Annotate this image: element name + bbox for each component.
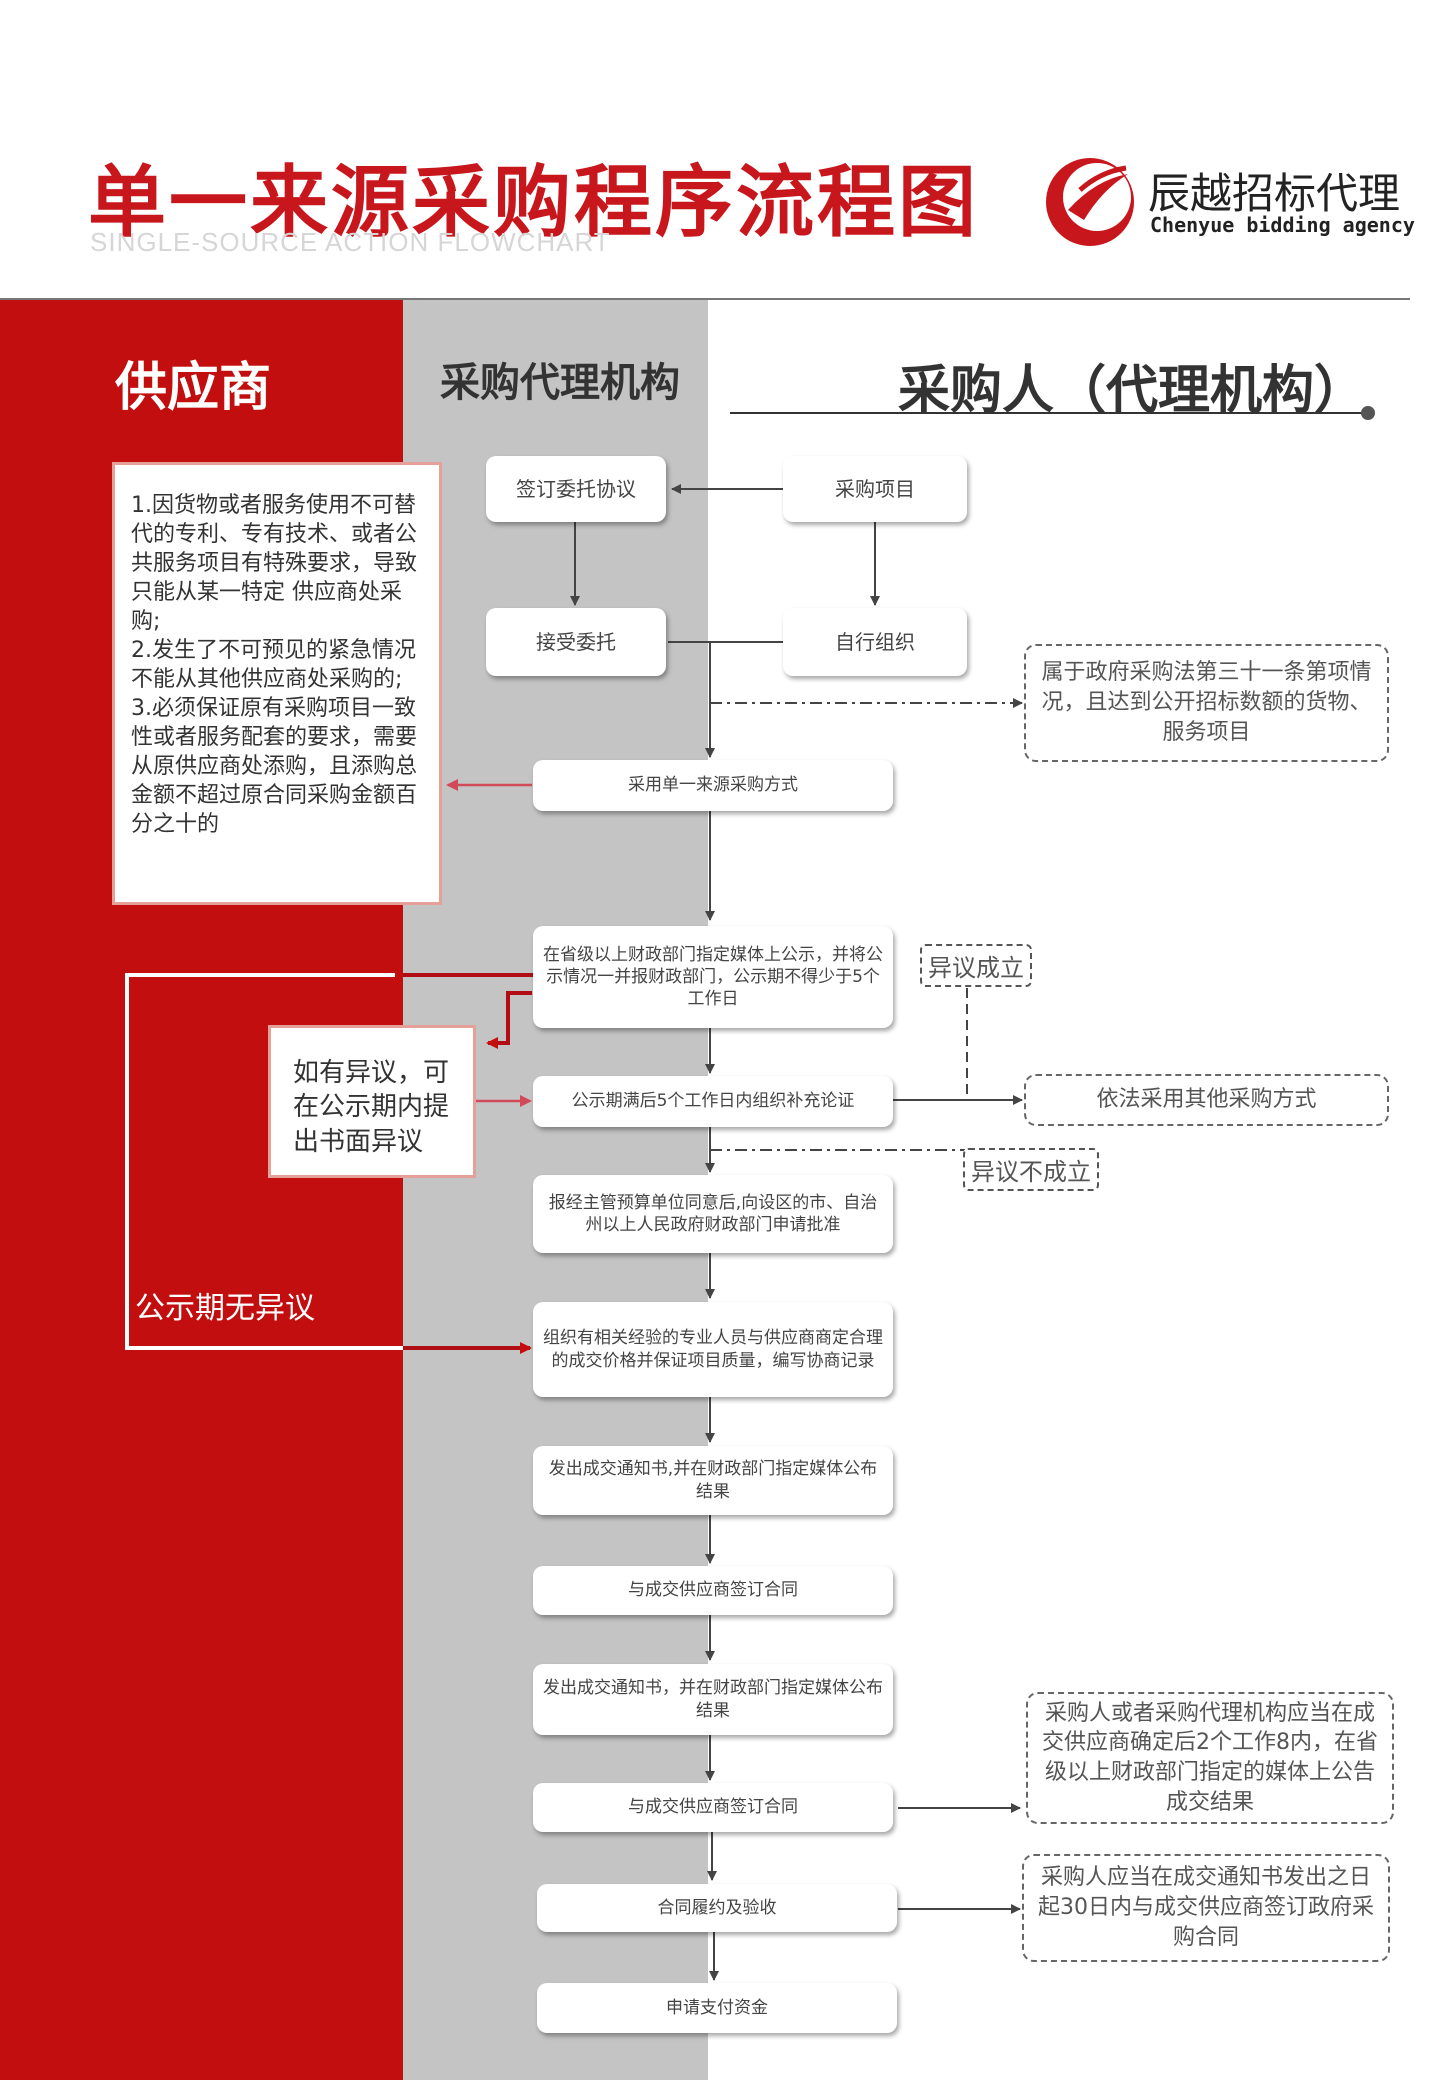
step-expert-review: 公示期满后5个工作日内组织补充论证 (533, 1076, 893, 1127)
step-accept-commission: 接受委托 (486, 608, 666, 676)
step-sign-contract-2: 与成交供应商签订合同 (533, 1783, 893, 1832)
note-gov-law: 属于政府采购法第三十一条第项情况，且达到公开招标数额的货物、服务项目 (1024, 644, 1389, 762)
step-adopt-single-source: 采用单一来源采购方式 (533, 760, 893, 811)
underline-dot (1361, 406, 1375, 420)
objection-text: 如有异议，可在公示期内提出书面异议 (293, 1058, 450, 1157)
tag-objection-invalid: 异议不成立 (963, 1148, 1099, 1191)
header-divider (0, 298, 1410, 300)
step-payment: 申请支付资金 (537, 1983, 897, 2033)
brand-english-name: Chenyue bidding agency (1150, 213, 1415, 237)
note-other-methods: 依法采用其他采购方式 (1024, 1074, 1389, 1126)
step-acceptance: 合同履约及验收 (537, 1884, 897, 1932)
lane-title-supplier: 供应商 (115, 358, 272, 418)
lane-title-agency: 采购代理机构 (440, 360, 680, 406)
objection-box: 如有异议，可在公示期内提出书面异议 (268, 1025, 476, 1178)
tag-objection-valid: 异议成立 (920, 944, 1032, 987)
page-title: 单一来源采购程序流程图 (88, 158, 980, 248)
step-self-organize: 自行组织 (783, 608, 967, 676)
single-source-conditions: 1.因货物或者服务使用不可替代的专利、专有技术、或者公共服务项目有特殊要求，导致… (112, 462, 442, 905)
step-procurement-project: 采购项目 (783, 456, 967, 522)
page-subtitle: SINGLE-SOURCE ACTION FLOWCHART (90, 227, 611, 257)
step-sign-agreement: 签订委托协议 (486, 456, 666, 522)
note-announce-result: 采购人或者采购代理机构应当在成交供应商确定后2个工作8内，在省级以上财政部门指定… (1026, 1692, 1394, 1824)
step-report-approval: 报经主管预算单位同意后,向设区的市、自治州以上人民政府财政部门申请批准 (533, 1175, 893, 1253)
note-contract-deadline: 采购人应当在成交通知书发出之日起30日内与成交供应商签订政府采购合同 (1022, 1854, 1390, 1962)
brand-logo-icon (1046, 158, 1134, 246)
step-issue-notice-2: 发出成交通知书，并在财政部门指定媒体公布结果 (533, 1664, 893, 1735)
lane-title-buyer: 采购人（代理机构） (898, 361, 1367, 421)
step-issue-notice-1: 发出成交通知书,并在财政部门指定媒体公布结果 (533, 1446, 893, 1515)
no-objection-label: 公示期无异议 (135, 1291, 315, 1326)
step-publicize: 在省级以上财政部门指定媒体上公示，并将公示情况一并报财政部门，公示期不得少于5个… (533, 926, 893, 1028)
step-sign-contract-1: 与成交供应商签订合同 (533, 1566, 893, 1615)
step-negotiate: 组织有相关经验的专业人员与供应商商定合理的成交价格并保证项目质量，编写协商记录 (533, 1302, 893, 1397)
buyer-title-underline (730, 412, 1370, 414)
conditions-text: 1.因货物或者服务使用不可替代的专利、专有技术、或者公共服务项目有特殊要求，导致… (131, 493, 418, 838)
brand-name: 辰越招标代理 (1148, 169, 1401, 218)
